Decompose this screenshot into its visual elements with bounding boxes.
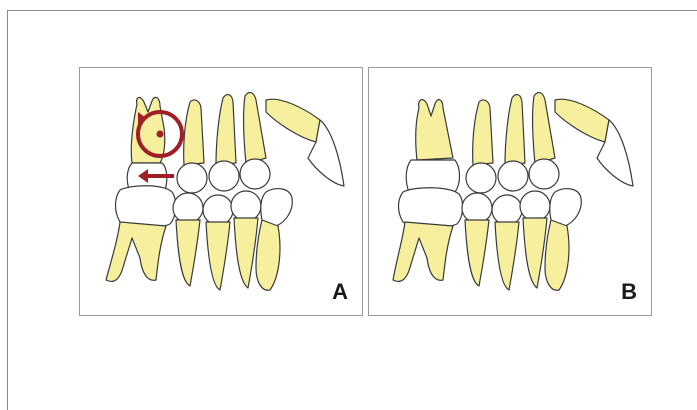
upper-incisor-root [266, 99, 320, 142]
lower-incisor [234, 218, 258, 288]
lower-canine-root [545, 220, 569, 290]
upper-premolar-1 [184, 100, 204, 165]
lower-crown-2 [203, 195, 233, 225]
lower-crown-3 [231, 191, 261, 221]
upper-premolar-1 [473, 100, 493, 165]
lower-crown-1 [173, 193, 203, 223]
upper-premolar-2 [505, 95, 525, 165]
upper-premolar-2 [216, 95, 236, 165]
upper-crown-2 [209, 161, 239, 191]
lower-canine-crown [550, 189, 582, 226]
lower-premolar-1 [176, 220, 200, 286]
lower-crown-1 [462, 193, 492, 223]
lower-molar-root [106, 222, 166, 281]
upper-crown-1 [466, 163, 496, 193]
lower-canine-root [256, 220, 280, 290]
upper-crown-3 [240, 159, 270, 189]
lower-crown-3 [520, 191, 550, 221]
upper-canine [532, 93, 555, 164]
dentition-diagram-a [80, 68, 363, 316]
lower-incisor [523, 218, 547, 288]
lower-molar-root [393, 222, 453, 281]
lower-crown-2 [492, 195, 522, 225]
lower-premolar-1 [465, 220, 489, 286]
upper-crown-1 [177, 163, 207, 193]
upper-canine [243, 93, 266, 164]
upper-crown-3 [529, 159, 559, 189]
upper-crown-2 [498, 161, 528, 191]
panel-b-label: B [621, 281, 637, 303]
dentition-diagram-b [369, 68, 652, 316]
lower-canine-crown [261, 189, 293, 226]
panel-a: A [79, 67, 363, 316]
upper-incisor-root [555, 99, 609, 142]
lower-premolar-2 [495, 222, 519, 290]
upper-molar-root [416, 100, 453, 160]
lower-premolar-2 [206, 222, 230, 290]
panel-b: B [368, 67, 652, 316]
panel-a-label: A [332, 281, 348, 303]
